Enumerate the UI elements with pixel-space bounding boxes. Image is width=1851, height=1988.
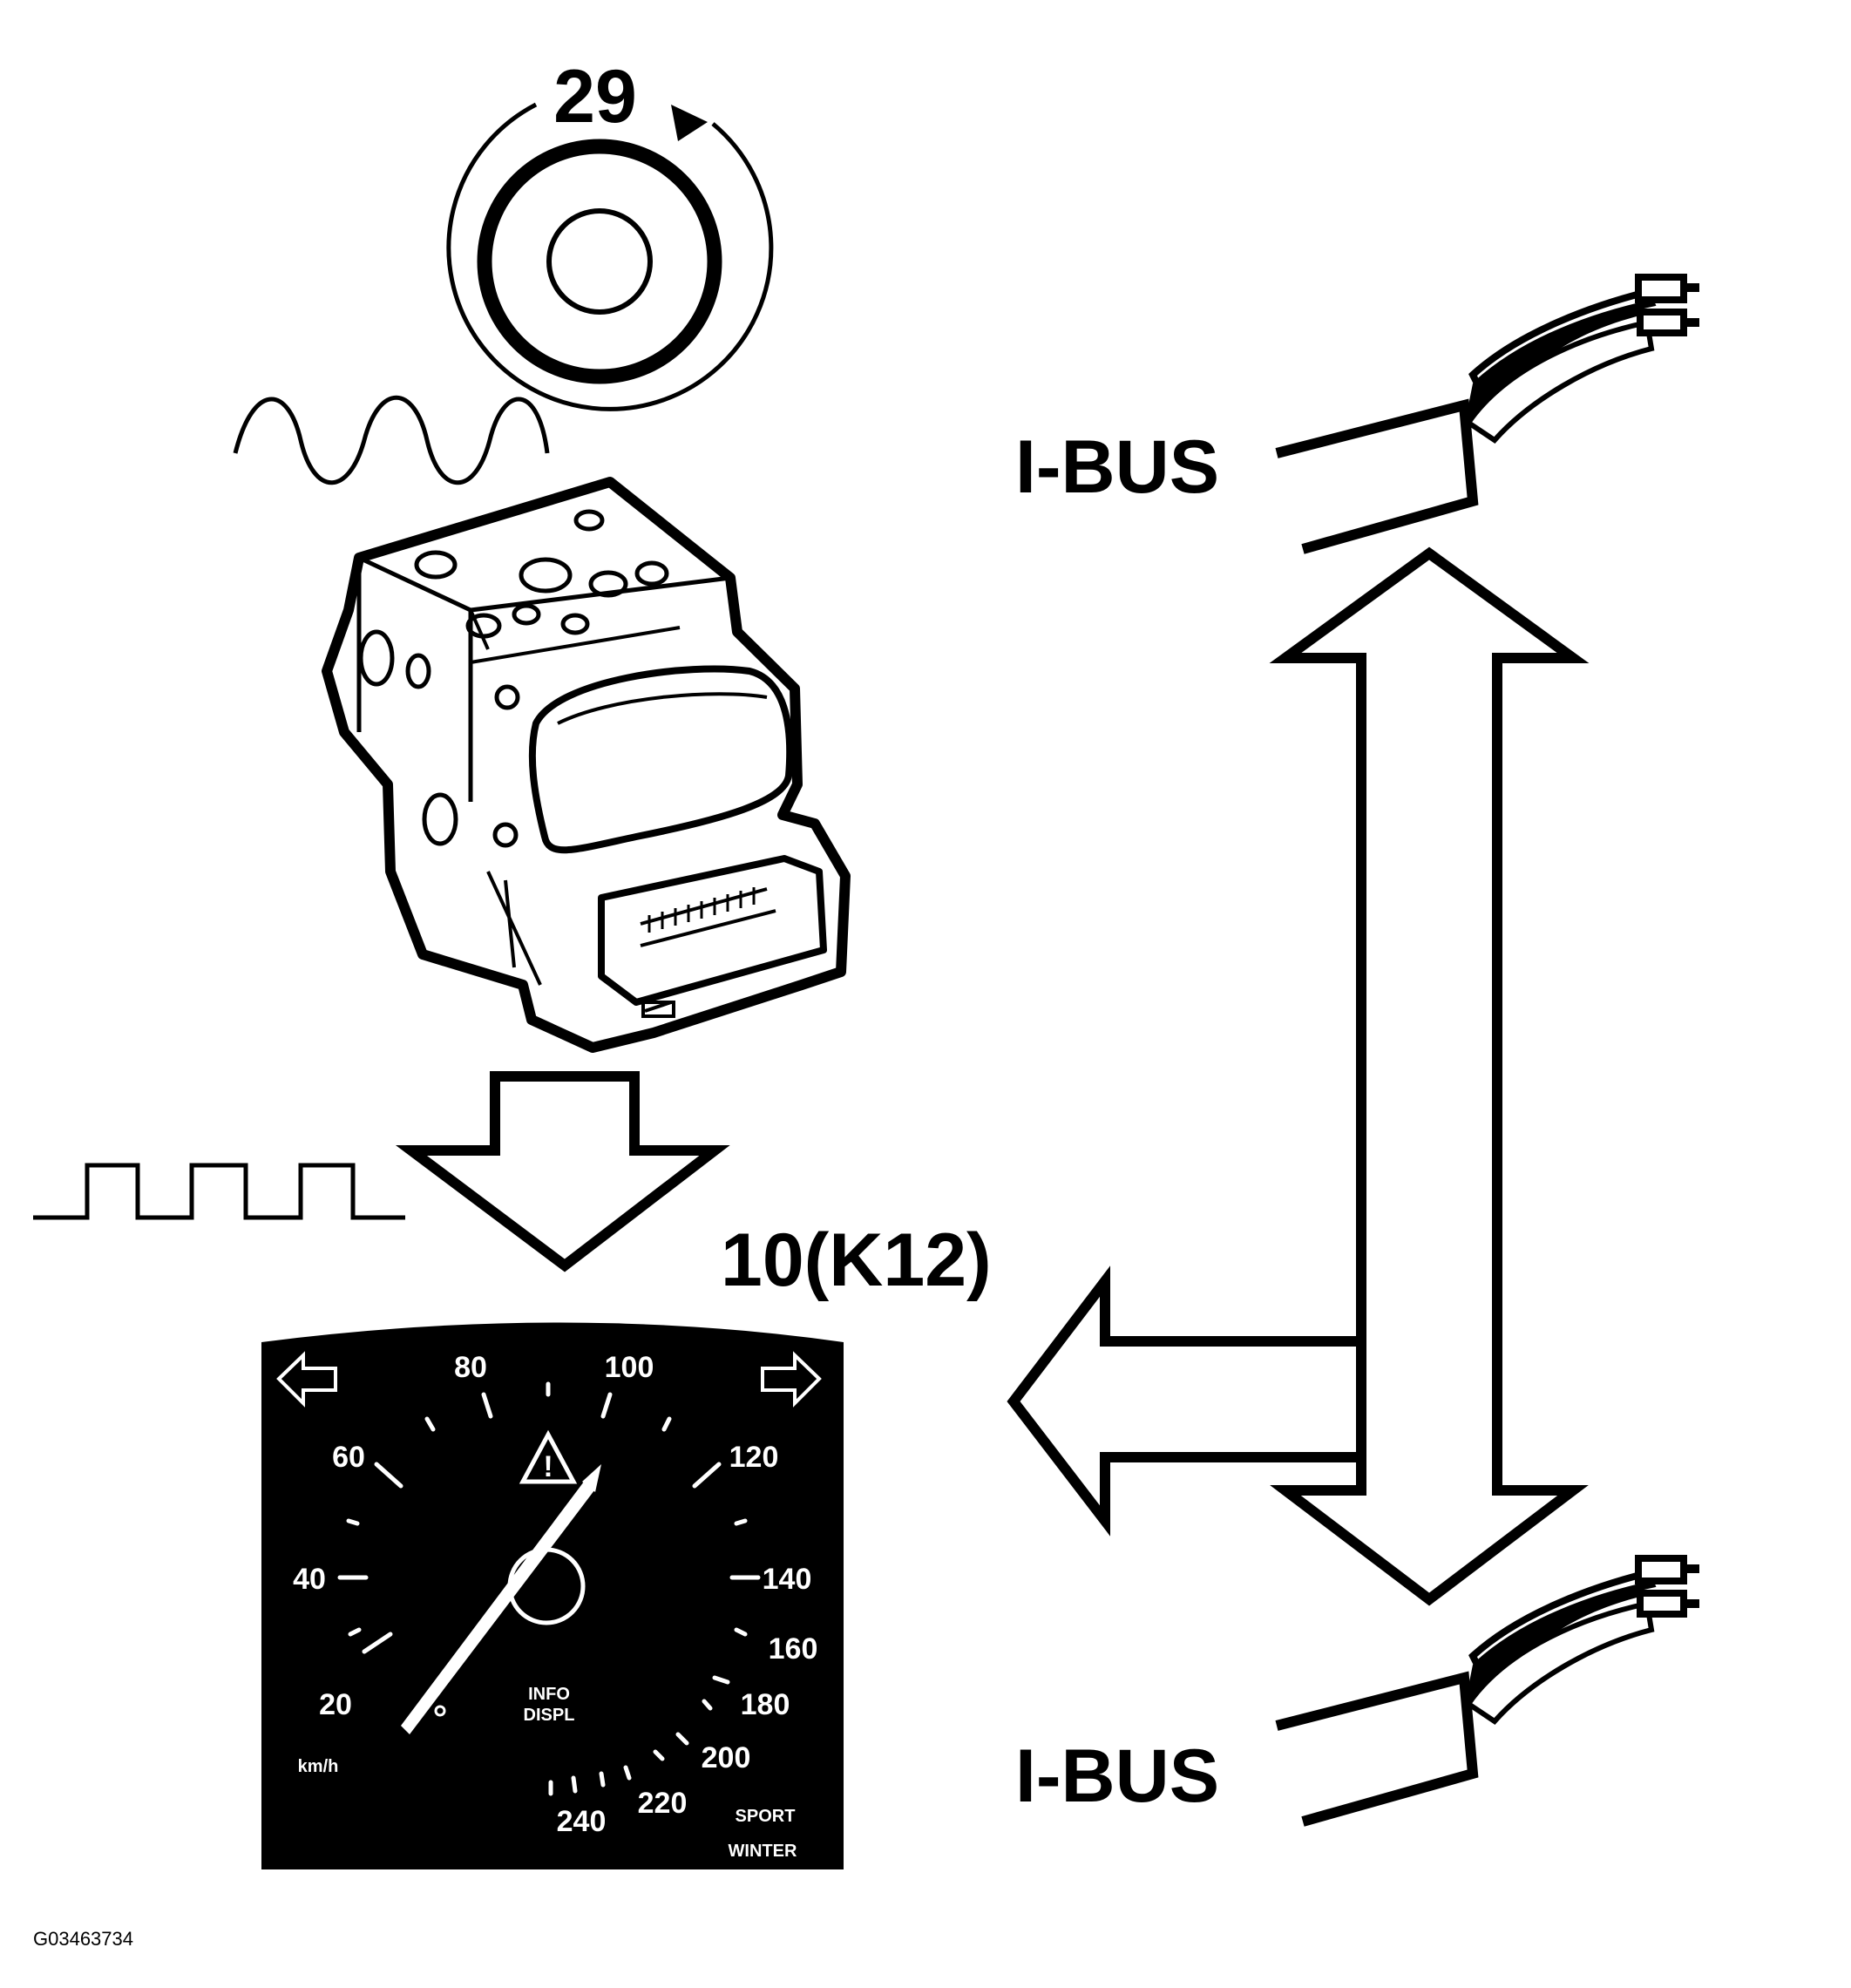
display-label: DISPL xyxy=(524,1706,575,1725)
bidirectional-arrow-icon xyxy=(1269,546,1590,1606)
bus-label-bottom: I-BUS xyxy=(1015,1734,1219,1818)
tick-label-200: 200 xyxy=(702,1741,751,1774)
wheel-number-label: 29 xyxy=(553,55,637,139)
sine-wave-icon xyxy=(233,395,550,485)
svg-text:!: ! xyxy=(543,1450,553,1483)
module-number-label: 10(K12) xyxy=(721,1218,992,1302)
tick-label-20: 20 xyxy=(319,1688,352,1721)
tick-label-80: 80 xyxy=(454,1351,487,1384)
tick-label-60: 60 xyxy=(332,1441,365,1474)
speedometer: ! xyxy=(261,1322,844,1869)
tick-label-180: 180 xyxy=(741,1688,790,1721)
warning-triangle-icon xyxy=(519,1429,578,1484)
turn-right-icon xyxy=(761,1351,822,1408)
abs-module-icon xyxy=(322,477,851,1053)
sport-mode-label: SPORT xyxy=(736,1807,796,1826)
connector-icon xyxy=(1464,274,1699,444)
tick-label-120: 120 xyxy=(729,1441,779,1474)
turn-left-icon xyxy=(276,1351,337,1408)
winter-mode-label: WINTER xyxy=(729,1842,797,1861)
tick-label-220: 220 xyxy=(638,1787,688,1820)
wheel-sensor: 29 xyxy=(446,55,774,411)
down-arrow-icon xyxy=(396,1071,730,1272)
connector-bottom xyxy=(1275,1555,1699,1827)
unit-label: km/h xyxy=(298,1757,339,1776)
bus-label-top: I-BUS xyxy=(1015,425,1219,509)
connector-top xyxy=(1275,274,1699,554)
tick-label-240: 240 xyxy=(557,1805,607,1838)
info-label: INFO xyxy=(528,1685,570,1704)
figure-id-label: G03463734 xyxy=(33,1928,133,1950)
left-arrow-icon xyxy=(1007,1265,1366,1537)
tick-label-140: 140 xyxy=(763,1563,812,1596)
connector-icon xyxy=(1464,1555,1699,1725)
tick-label-40: 40 xyxy=(293,1563,326,1596)
rotation-arrow-icon xyxy=(446,102,774,411)
tick-label-100: 100 xyxy=(605,1351,654,1384)
square-wave-icon xyxy=(33,1163,405,1220)
tick-label-160: 160 xyxy=(769,1632,818,1666)
